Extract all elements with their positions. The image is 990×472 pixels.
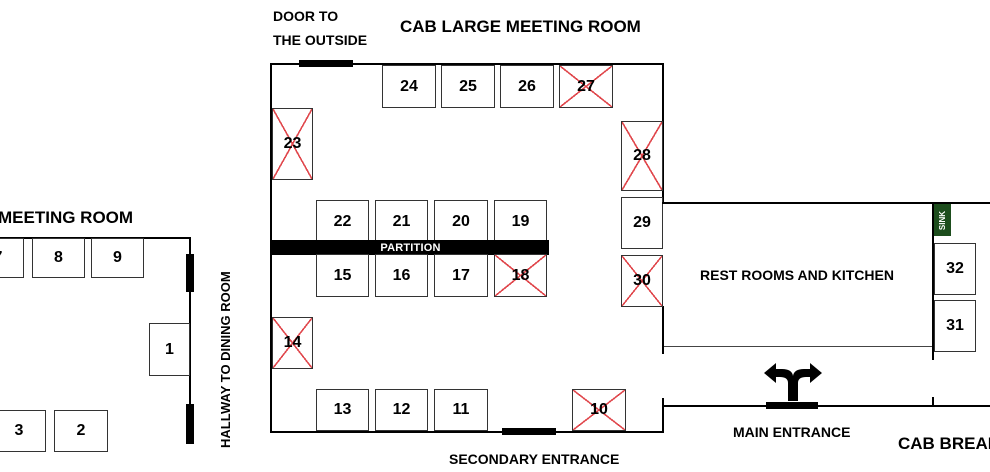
small-room-label: MEETING ROOM <box>0 208 134 227</box>
sink-label: SINK <box>938 210 947 230</box>
secondary-entrance-label: SECONDARY ENTRANCE <box>449 451 620 467</box>
sink-icon: SINK <box>934 204 951 236</box>
table-7: 7 <box>0 238 24 278</box>
table-12: 12 <box>375 389 428 431</box>
table-9: 9 <box>91 238 144 278</box>
restroom-bottom-wall <box>664 346 932 347</box>
table-20: 20 <box>434 200 488 244</box>
large-room-top-wall <box>270 63 664 65</box>
breakroom-label: CAB BREAK <box>898 434 990 453</box>
table-32: 32 <box>934 243 976 295</box>
table-25: 25 <box>441 65 495 108</box>
small-room-door-lower <box>186 404 194 444</box>
partition: PARTITION <box>272 240 549 255</box>
door-outside-label-1: DOOR TO <box>273 8 339 24</box>
restroom-top-wall <box>662 202 990 204</box>
table-22: 22 <box>316 200 369 244</box>
table-26: 26 <box>500 65 554 108</box>
table-27-crossed: 27 <box>559 65 613 108</box>
small-room-right-wall <box>189 237 191 443</box>
restrooms-label: REST ROOMS AND KITCHEN <box>700 267 894 283</box>
table-13: 13 <box>316 389 369 431</box>
secondary-entrance-door <box>502 428 556 435</box>
large-room-right-wall-lower <box>662 398 664 433</box>
table-1: 1 <box>149 323 190 376</box>
table-8: 8 <box>32 238 85 278</box>
table-21: 21 <box>375 200 428 244</box>
table-11: 11 <box>434 389 488 431</box>
table-23-crossed: 23 <box>272 108 313 180</box>
table-19: 19 <box>494 200 547 244</box>
large-room-bottom-wall <box>270 431 664 433</box>
main-entrance-label: MAIN ENTRANCE <box>733 424 851 440</box>
large-room-label: CAB LARGE MEETING ROOM <box>400 17 641 36</box>
split-arrow-icon <box>764 363 822 401</box>
small-room-door-upper <box>186 254 194 292</box>
door-outside-label-2: THE OUTSIDE <box>273 32 368 48</box>
hallway-label: HALLWAY TO DINING ROOM <box>218 271 233 448</box>
table-29: 29 <box>621 197 663 249</box>
large-room-right-wall-mid <box>662 306 664 354</box>
table-28-crossed: 28 <box>621 121 663 191</box>
restroom-right-wall <box>932 202 934 360</box>
table-17: 17 <box>434 254 488 297</box>
table-16: 16 <box>375 254 428 297</box>
large-room-right-wall-upper <box>662 63 664 203</box>
table-15: 15 <box>316 254 369 297</box>
breakroom-wall-stub <box>932 397 934 407</box>
entrance-corridor-wall <box>662 405 990 407</box>
table-30-crossed: 30 <box>621 255 663 307</box>
large-room-left-wall <box>270 63 272 433</box>
table-24: 24 <box>382 65 436 108</box>
table-2: 2 <box>54 410 108 452</box>
door-to-outside <box>299 60 353 67</box>
table-31: 31 <box>934 300 976 352</box>
table-3: 3 <box>0 410 46 452</box>
table-14-crossed: 14 <box>272 317 313 369</box>
table-10-crossed: 10 <box>572 389 626 431</box>
main-entrance-door <box>766 402 818 409</box>
table-18-crossed: 18 <box>494 254 547 297</box>
